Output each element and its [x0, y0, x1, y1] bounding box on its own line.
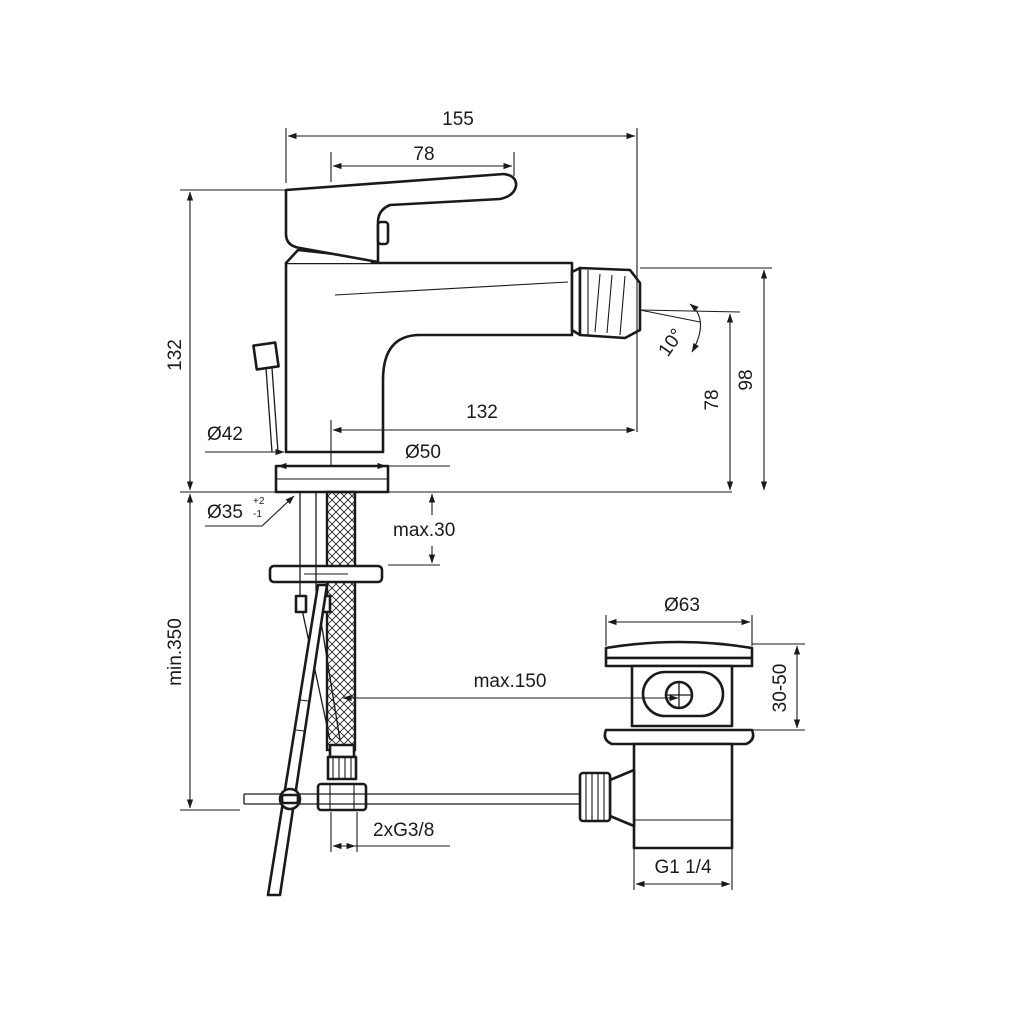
dimension-max-30: max.30	[393, 493, 455, 564]
dimension-angle-10: 10°	[639, 303, 702, 361]
dim-label-10deg: 10°	[655, 325, 689, 361]
connection-fitting	[316, 743, 368, 812]
dimension-height-132: 132	[165, 191, 194, 491]
aerator-nozzle	[570, 266, 642, 340]
dim-label-78-vertical: 78	[702, 389, 723, 410]
dimension-g1-1-4: G1 1/4	[635, 857, 731, 888]
dimension-78-vertical: 78	[702, 313, 734, 491]
mixer-base	[274, 464, 390, 494]
dim-label-132-height: 132	[165, 339, 186, 371]
dimension-handle-78: 78	[332, 144, 513, 170]
dimension-98-vertical: 98	[736, 269, 768, 491]
pop-up-rod-top	[252, 341, 280, 453]
dim-label-d35: Ø35	[207, 502, 243, 523]
dimension-diameter-63: Ø63	[607, 595, 751, 626]
dim-label-g114: G1 1/4	[654, 857, 711, 878]
dim-label-155: 155	[442, 109, 474, 130]
dimension-hole-35: Ø35 +2 -1	[205, 495, 295, 527]
dimension-min-350: min.350	[165, 493, 194, 809]
horizontal-link-rod	[243, 787, 580, 811]
dimension-diameter-42: Ø42	[205, 424, 285, 456]
dim-label-d42: Ø42	[207, 424, 243, 445]
pop-up-rod-lower	[266, 583, 329, 897]
dim-label-132-reach: 132	[466, 402, 498, 423]
dim-label-tol-minus: -1	[253, 509, 262, 520]
dim-label-2xg38: 2xG3/8	[373, 820, 434, 841]
dim-label-d50: Ø50	[405, 442, 441, 463]
dimension-diameter-50: Ø50	[277, 442, 450, 470]
dim-label-tol-plus: +2	[253, 496, 265, 507]
fixing-washer	[268, 564, 384, 584]
dim-label-78-handle: 78	[413, 144, 434, 165]
dimension-30-50: 30-50	[770, 645, 801, 729]
dim-label-max150: max.150	[474, 671, 547, 692]
dim-label-min350: min.350	[165, 618, 186, 686]
dim-label-98: 98	[736, 369, 757, 390]
waste-valve	[578, 640, 755, 850]
lever-handle	[284, 172, 518, 264]
mixer-body	[284, 248, 574, 454]
dimension-2xg3-8: 2xG3/8	[332, 820, 450, 850]
threaded-rod	[325, 490, 357, 752]
dimension-reach-132: 132	[332, 402, 636, 434]
dimension-max-150: max.150	[342, 671, 679, 702]
dim-label-d63: Ø63	[664, 595, 700, 616]
dimension-width-155: 155	[287, 109, 636, 140]
dim-label-30-50: 30-50	[770, 664, 791, 713]
dim-label-max30: max.30	[393, 520, 455, 541]
